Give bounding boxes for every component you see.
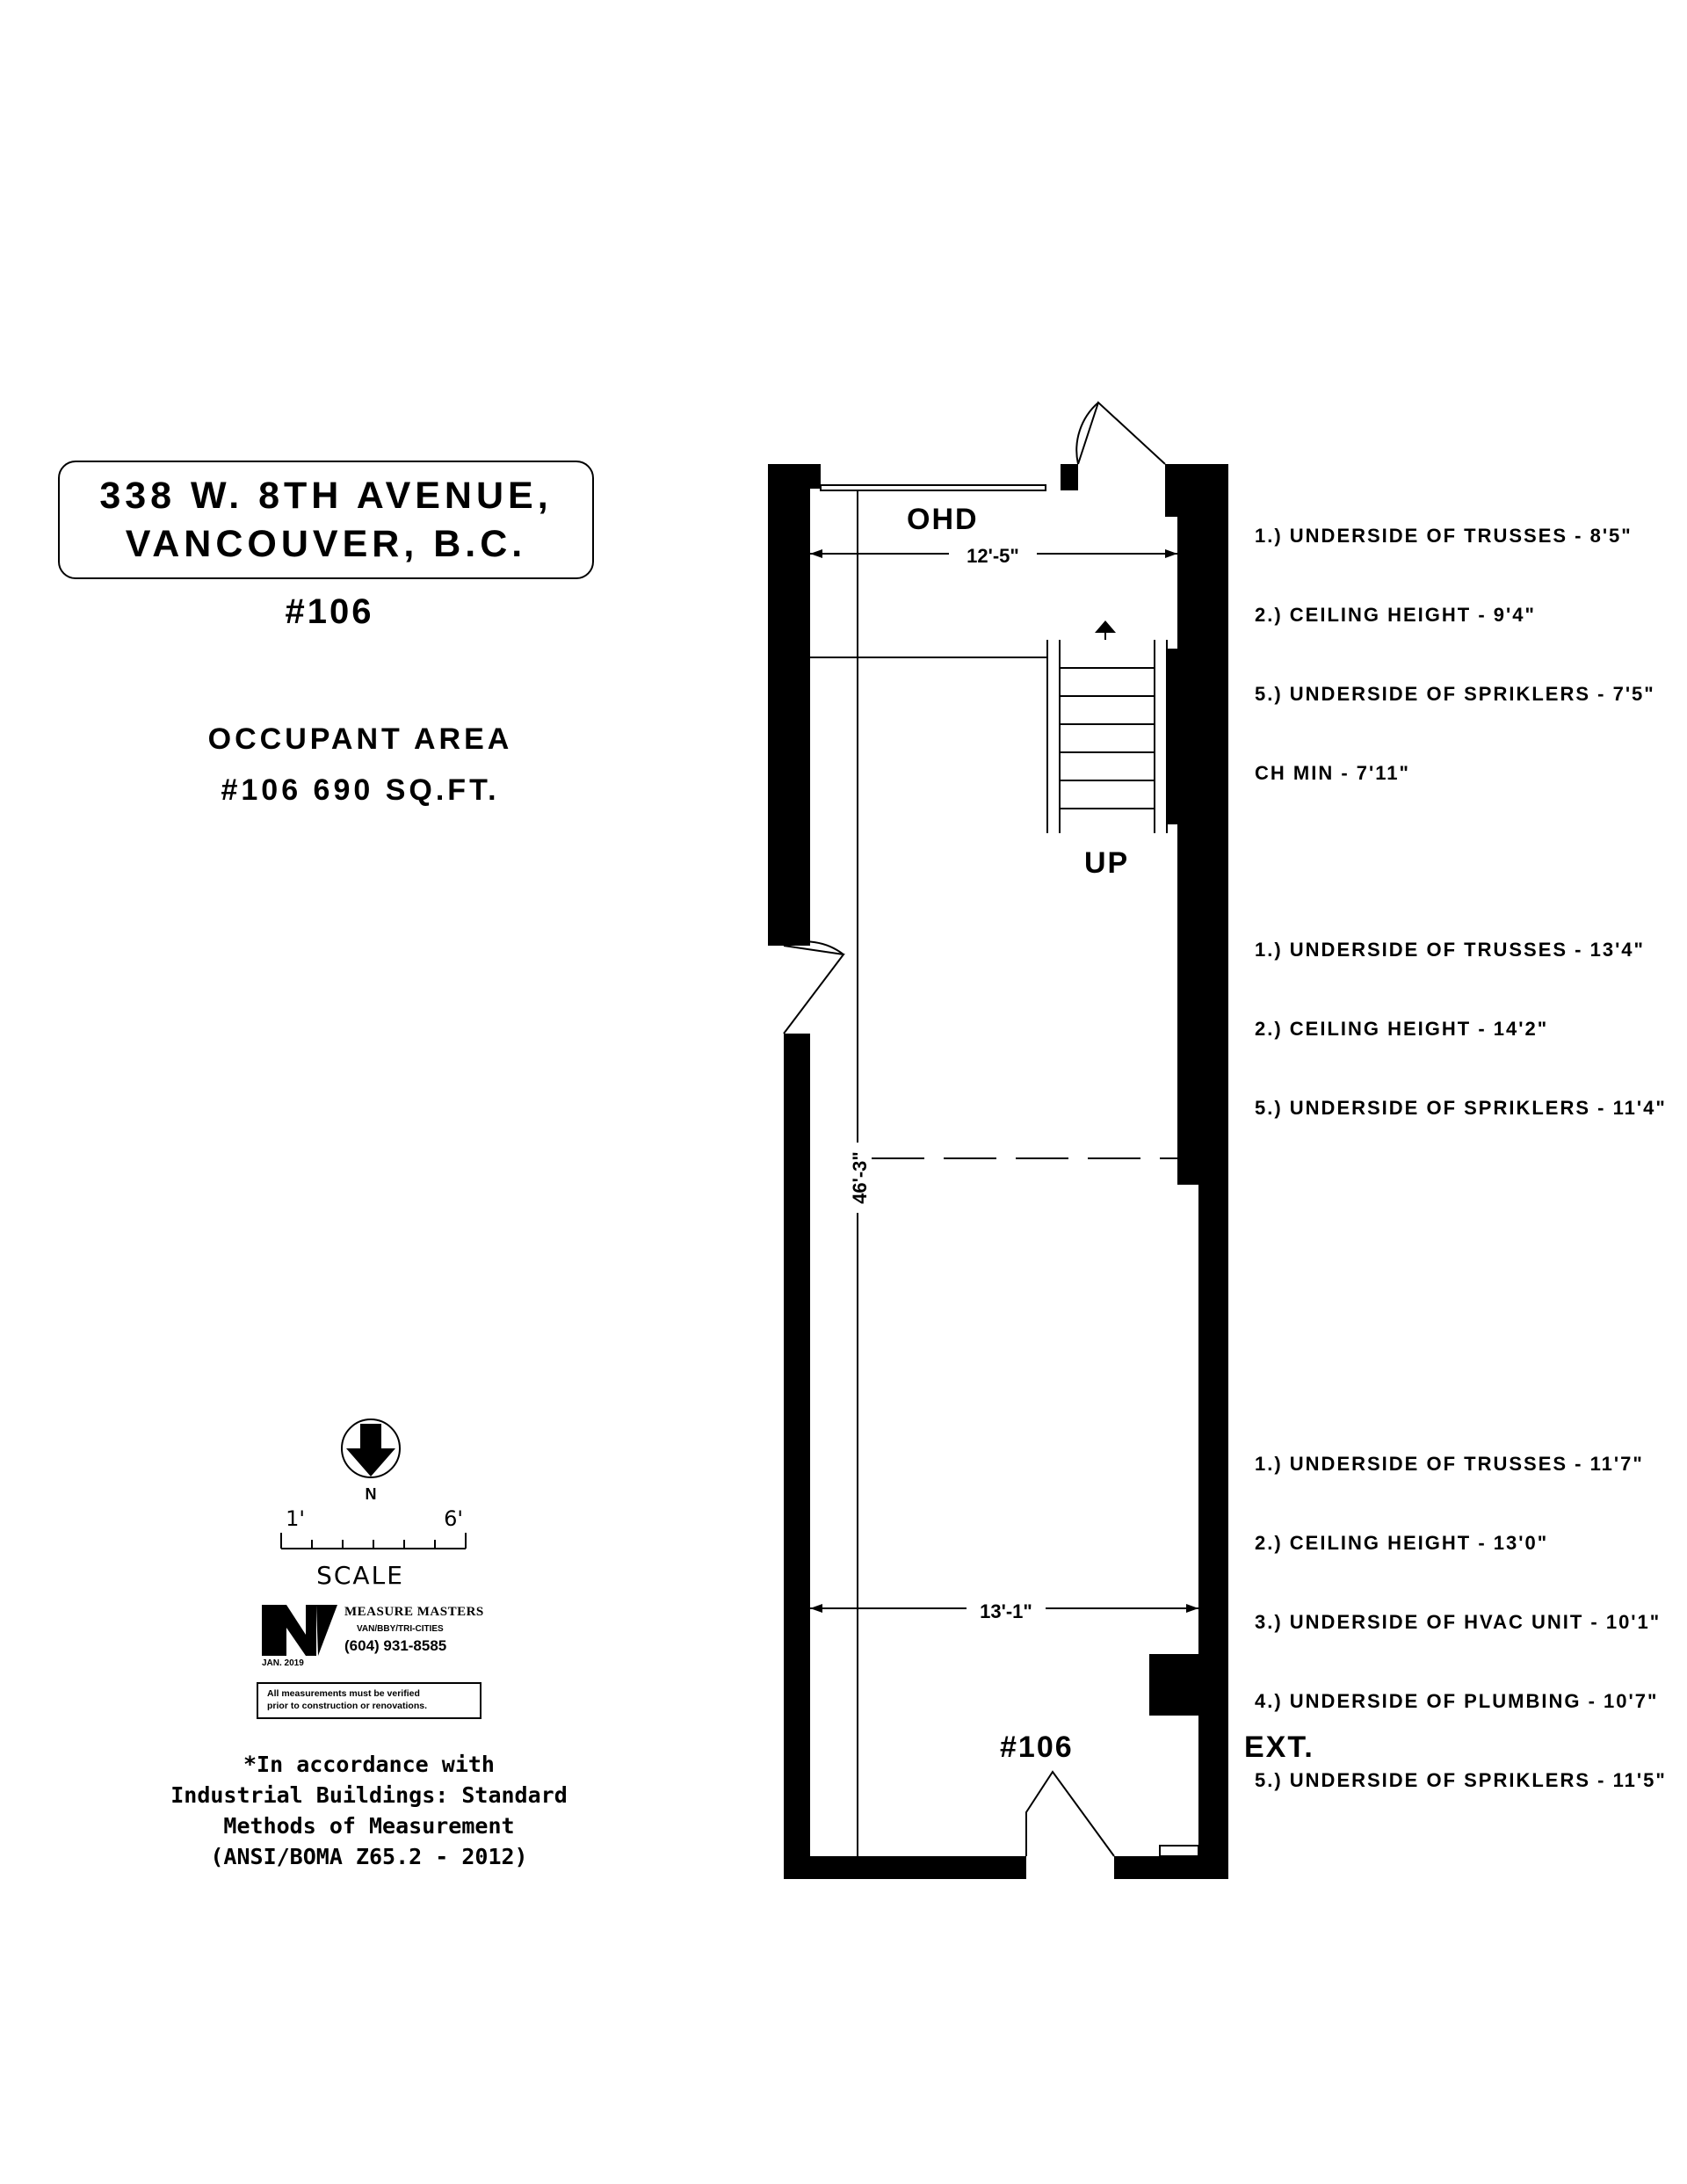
note-line: 1.) UNDERSIDE OF TRUSSES - 8'5" (1255, 525, 1633, 547)
top-door-swing (1077, 401, 1166, 465)
note-line: 3.) UNDERSIDE OF HVAC UNIT - 10'1" (1255, 1611, 1662, 1633)
scale-end: 6' (444, 1506, 463, 1531)
side-door-swing (783, 945, 845, 1034)
note-line: 2.) CEILING HEIGHT - 13'0" (1255, 1532, 1549, 1554)
measurement-standard-note: *In accordance with Industrial Buildings… (167, 1749, 571, 1872)
disclaimer-line: prior to construction or renovations. (267, 1701, 428, 1711)
top-door-arc (1075, 402, 1099, 465)
occupant-area-label: OCCUPANT AREA (207, 722, 513, 756)
width-bottom-dimension: 13'-1" (980, 1600, 1032, 1622)
dimension-arrow-icons (810, 549, 1198, 1613)
scale-bar (280, 1533, 467, 1549)
note-line: 5.) UNDERSIDE OF SPRIKLERS - 11'5" (1255, 1769, 1667, 1791)
scale-start: 1' (286, 1506, 305, 1531)
logo-phone: (604) 931-8585 (344, 1637, 447, 1654)
address-box: 338 W. 8TH AVENUE, VANCOUVER, B.C. (58, 461, 594, 579)
ohd-label: OHD (907, 503, 979, 536)
exterior-label: EXT. (1244, 1731, 1314, 1764)
right-wall-mid (1177, 824, 1204, 1185)
corner-fixture (1159, 1845, 1199, 1857)
address-line-2: VANCOUVER, B.C. (125, 523, 527, 565)
address-line-1: 338 W. 8TH AVENUE, (99, 475, 553, 517)
width-top-dimension: 12'-5" (967, 545, 1019, 567)
overhead-door (820, 484, 1046, 491)
unit-number: #106 (285, 592, 374, 631)
top-wall-door-post (1061, 464, 1078, 490)
standard-note-line: (ANSI/BOMA Z65.2 - 2012) (210, 1844, 528, 1869)
up-label: UP (1084, 846, 1129, 880)
note-line: 1.) UNDERSIDE OF TRUSSES - 13'4" (1255, 939, 1645, 961)
length-dimension: 46'-3" (849, 1151, 871, 1204)
right-wall-step-2 (1177, 517, 1204, 649)
staircase (1046, 631, 1168, 833)
ceiling-notes-middle: 1.) UNDERSIDE OF TRUSSES - 13'4" 2.) CEI… (1255, 884, 1667, 1148)
note-line: 2.) CEILING HEIGHT - 9'4" (1255, 604, 1536, 626)
left-wall-upper (768, 464, 810, 946)
standard-note-line: Industrial Buildings: Standard (170, 1782, 568, 1808)
logo-date: JAN. 2019 (262, 1658, 304, 1668)
ceiling-notes-rear: 1.) UNDERSIDE OF TRUSSES - 11'7" 2.) CEI… (1255, 1398, 1667, 1820)
ceiling-notes-front: 1.) UNDERSIDE OF TRUSSES - 8'5" 2.) CEIL… (1255, 470, 1655, 813)
top-wall-left-stub (768, 464, 821, 489)
stair-arrow-icon (1095, 620, 1116, 633)
entry-door-swing (1025, 1770, 1115, 1857)
side-door-arc (783, 940, 844, 955)
disclaimer-line: All measurements must be verified (267, 1688, 420, 1699)
left-wall-lower (784, 1034, 810, 1879)
right-wall-step-1 (1165, 464, 1200, 517)
note-line: 1.) UNDERSIDE OF TRUSSES - 11'7" (1255, 1453, 1644, 1475)
scale-label: SCALE (316, 1561, 404, 1590)
north-label: N (366, 1485, 377, 1503)
bottom-wall-left (784, 1856, 1026, 1879)
unit-label: #106 (1000, 1731, 1074, 1764)
disclaimer-box: All measurements must be verified prior … (257, 1682, 481, 1719)
note-line: 2.) CEILING HEIGHT - 14'2" (1255, 1018, 1549, 1040)
right-wall-thick (1167, 649, 1204, 824)
column-block (1149, 1654, 1202, 1716)
note-line: 4.) UNDERSIDE OF PLUMBING - 10'7" (1255, 1690, 1659, 1712)
standard-note-line: *In accordance with (243, 1752, 495, 1777)
bottom-wall-right (1114, 1856, 1228, 1879)
occupant-area-value: #106 690 SQ.FT. (221, 773, 500, 807)
logo-service-area: VAN/BBY/TRI-CITIES (357, 1624, 444, 1634)
note-line: 5.) UNDERSIDE OF SPRIKLERS - 11'4" (1255, 1097, 1667, 1119)
measure-masters-logo-icon (262, 1605, 337, 1656)
note-line: CH MIN - 7'11" (1255, 762, 1410, 784)
north-arrow-icon (346, 1424, 395, 1477)
dimension-lines (810, 490, 1198, 1856)
note-line: 5.) UNDERSIDE OF SPRIKLERS - 7'5" (1255, 683, 1655, 705)
standard-note-line: Methods of Measurement (223, 1813, 515, 1839)
logo-brand: MEASURE MASTERS (344, 1605, 484, 1619)
